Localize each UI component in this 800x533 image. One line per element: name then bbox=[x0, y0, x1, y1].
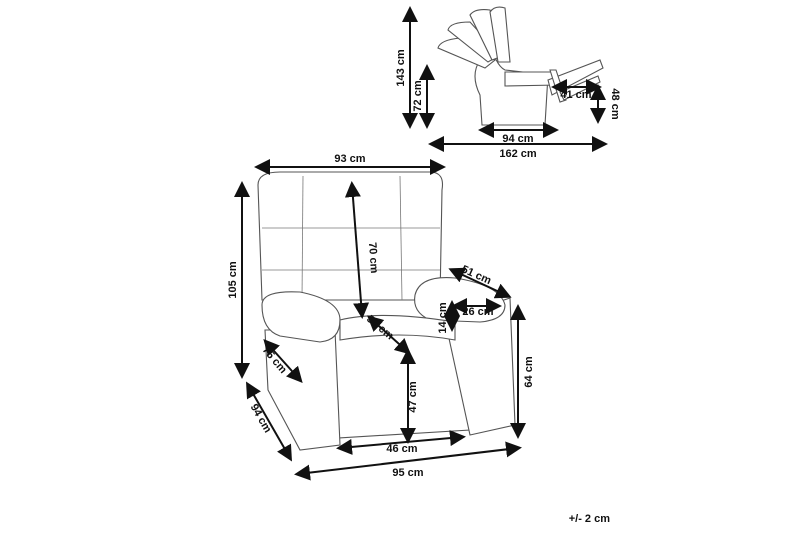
arm-floor-height-label: 64 cm bbox=[523, 356, 535, 387]
total-height-label: 105 cm bbox=[227, 261, 239, 299]
top-width-label: 93 cm bbox=[334, 153, 365, 165]
depth-label: 94 cm bbox=[248, 402, 274, 435]
front-view-dimensions: 93 cm 105 cm 70 cm 51 cm 26 cm 14 cm 57 … bbox=[227, 153, 535, 481]
seat-width-label: 46 cm bbox=[386, 443, 417, 455]
total-width-label: 95 cm bbox=[392, 467, 423, 479]
side-view-dimensions: 143 cm 72 cm 41 cm 48 cm 94 cm 162 cm bbox=[395, 6, 621, 160]
armrest-height-label: 14 cm bbox=[437, 302, 449, 333]
side-view-chair bbox=[437, 6, 604, 126]
backrest-height-label: 70 cm bbox=[366, 242, 380, 274]
armrest-width-label: 26 cm bbox=[462, 306, 493, 318]
footrest-length-label: 41 cm bbox=[560, 89, 591, 101]
tolerance-note: +/- 2 cm bbox=[569, 513, 610, 525]
side-height-label: 143 cm bbox=[395, 49, 407, 87]
footrest-height-label: 48 cm bbox=[609, 88, 621, 119]
seat-height-label: 47 cm bbox=[407, 381, 419, 412]
reclined-depth-label: 162 cm bbox=[499, 148, 537, 160]
side-seat-height-label: 72 cm bbox=[412, 80, 424, 111]
